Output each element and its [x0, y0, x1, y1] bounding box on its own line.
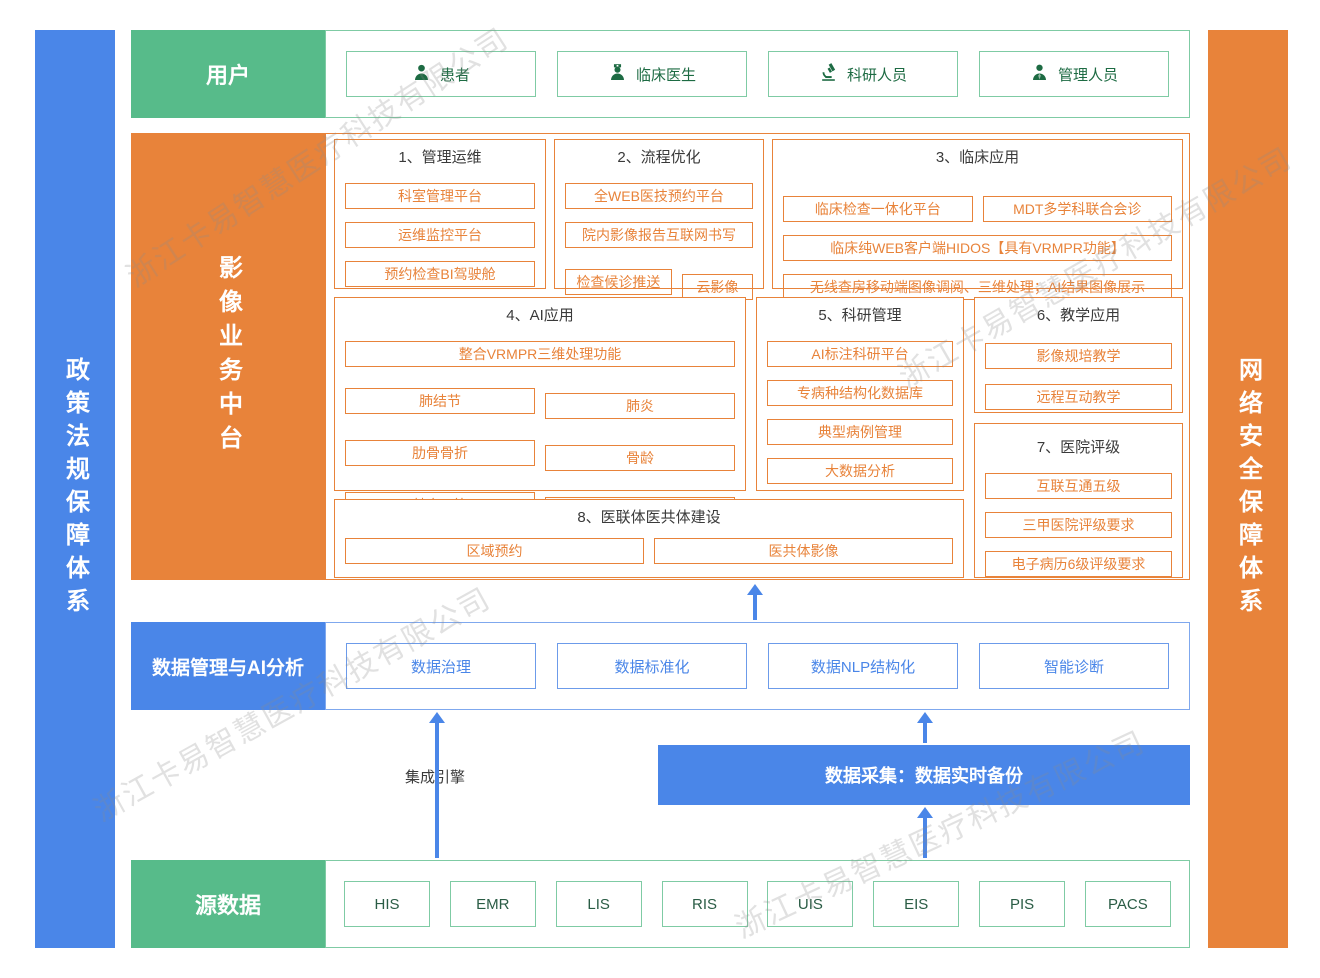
data-mgmt-item: 数据治理	[346, 643, 536, 689]
data-mgmt-container: 数据治理 数据标准化 数据NLP结构化 智能诊断	[325, 622, 1190, 710]
source-system-emr: EMR	[449, 881, 536, 927]
section-process-optimization: 2、流程优化 全WEB医技预约平台 院内影像报告互联网书写 检查候诊推送 云影像	[554, 139, 764, 300]
microscope-icon	[819, 62, 838, 86]
platform-item: AI标注科研平台	[767, 341, 953, 367]
section-management-ops: 1、管理运维 科室管理平台 运维监控平台 预约检查BI驾驶舱	[334, 139, 546, 289]
platform-container: 1、管理运维 科室管理平台 运维监控平台 预约检查BI驾驶舱 2、流程优化 全W…	[325, 133, 1190, 580]
section-title: 5、科研管理	[818, 307, 902, 324]
arrow-up-to-collect	[923, 818, 927, 858]
policy-regulation-label: 政策法规保障体系	[61, 357, 89, 621]
user-item-label: 管理人员	[1057, 66, 1118, 84]
source-system-pacs: PACS	[1084, 881, 1171, 927]
platform-item: 电子病历6级评级要求	[985, 551, 1172, 577]
user-row-container: 患者 临床医生 科研人员 管理人员	[325, 30, 1190, 118]
platform-item: 肋骨骨折	[345, 440, 535, 466]
platform-item: 专病种结构化数据库	[767, 380, 953, 406]
section-research-management: 5、科研管理 AI标注科研平台 专病种结构化数据库 典型病例管理 大数据分析	[756, 297, 964, 491]
platform-item: 肺结节	[345, 388, 535, 414]
platform-item: 院内影像报告互联网书写	[565, 222, 753, 248]
user-row-label: 用户	[131, 30, 325, 118]
section-title: 7、医院评级	[1036, 439, 1121, 456]
source-system-his: HIS	[344, 881, 430, 927]
source-system-pis: PIS	[979, 881, 1066, 927]
platform-item: 科室管理平台	[345, 183, 535, 209]
data-collect-box: 数据采集：数据实时备份	[658, 745, 1190, 805]
platform-item: 检查候诊推送	[565, 269, 672, 295]
section-ai-application: 4、AI应用 整合VRMPR三维处理功能 肺结节 肺炎 肋骨骨折 骨龄 其它AI…	[334, 297, 746, 523]
user-item-label: 临床医生	[635, 66, 696, 84]
arrow-up-to-platform	[753, 595, 757, 620]
user-item-label: 患者	[439, 66, 470, 84]
platform-item: MDT多学科联合会诊	[982, 196, 1172, 222]
policy-regulation-bar: 政策法规保障体系	[35, 30, 115, 948]
platform-item: 典型病例管理	[767, 419, 953, 445]
platform-item: 肺炎	[545, 393, 735, 419]
source-system-ris: RIS	[661, 881, 748, 927]
data-mgmt-item: 数据标准化	[557, 643, 747, 689]
arrow-up-integration-engine	[435, 723, 439, 858]
user-item-researcher: 科研人员	[768, 51, 958, 97]
section-medical-alliance: 8、医联体医共体建设 区域预约 医共体影像	[334, 499, 964, 578]
section-title: 8、医联体医共体建设	[577, 509, 721, 526]
platform-label: 影像业务中台	[131, 133, 325, 580]
source-data-label: 源数据	[131, 860, 325, 948]
platform-item: 区域预约	[345, 538, 644, 564]
platform-label-text: 影像业务中台	[214, 254, 242, 459]
section-title: 6、教学应用	[1036, 307, 1121, 324]
platform-item: 临床纯WEB客户端HIDOS【具有VRMPR功能】	[783, 235, 1172, 261]
platform-item: 临床检查一体化平台	[783, 196, 973, 222]
data-mgmt-label: 数据管理与AI分析	[131, 622, 325, 710]
section-title: 2、流程优化	[617, 149, 701, 166]
platform-item: 远程互动教学	[985, 384, 1172, 410]
admin-icon	[1030, 63, 1049, 86]
platform-item: 医共体影像	[654, 538, 953, 564]
arrow-up-from-collect	[923, 723, 927, 743]
section-title: 4、AI应用	[506, 307, 574, 324]
platform-item: 运维监控平台	[345, 222, 535, 248]
source-system-eis: EIS	[873, 881, 960, 927]
data-mgmt-item: 数据NLP结构化	[768, 643, 958, 689]
section-title: 1、管理运维	[398, 149, 482, 166]
doctor-icon	[608, 63, 627, 86]
user-item-label: 科研人员	[846, 66, 907, 84]
platform-item: 互联互通五级	[985, 473, 1172, 499]
platform-item: 影像规培教学	[985, 343, 1172, 369]
platform-item: 三甲医院评级要求	[985, 512, 1172, 538]
section-teaching-application: 6、教学应用 影像规培教学 远程互动教学	[974, 297, 1183, 413]
platform-item: 预约检查BI驾驶舱	[345, 261, 535, 287]
network-security-bar: 网络安全保障体系	[1208, 30, 1288, 948]
patient-icon	[412, 63, 431, 86]
section-hospital-rating: 7、医院评级 互联互通五级 三甲医院评级要求 电子病历6级评级要求	[974, 423, 1183, 578]
platform-item: 骨龄	[545, 445, 735, 471]
section-clinical-application: 3、临床应用 临床检查一体化平台 MDT多学科联合会诊 临床纯WEB客户端HID…	[772, 139, 1183, 300]
user-item-manager: 管理人员	[979, 51, 1169, 97]
data-mgmt-item: 智能诊断	[979, 643, 1169, 689]
source-system-uis: UIS	[767, 881, 854, 927]
user-item-patient: 患者	[346, 51, 536, 97]
platform-item: 大数据分析	[767, 458, 953, 484]
source-data-container: HIS EMR LIS RIS UIS EIS PIS PACS	[325, 860, 1190, 948]
platform-item: 全WEB医技预约平台	[565, 183, 753, 209]
user-item-clinician: 临床医生	[557, 51, 747, 97]
platform-item: 整合VRMPR三维处理功能	[345, 341, 735, 367]
section-title: 3、临床应用	[935, 149, 1020, 166]
source-system-lis: LIS	[555, 881, 642, 927]
network-security-label: 网络安全保障体系	[1234, 357, 1262, 621]
